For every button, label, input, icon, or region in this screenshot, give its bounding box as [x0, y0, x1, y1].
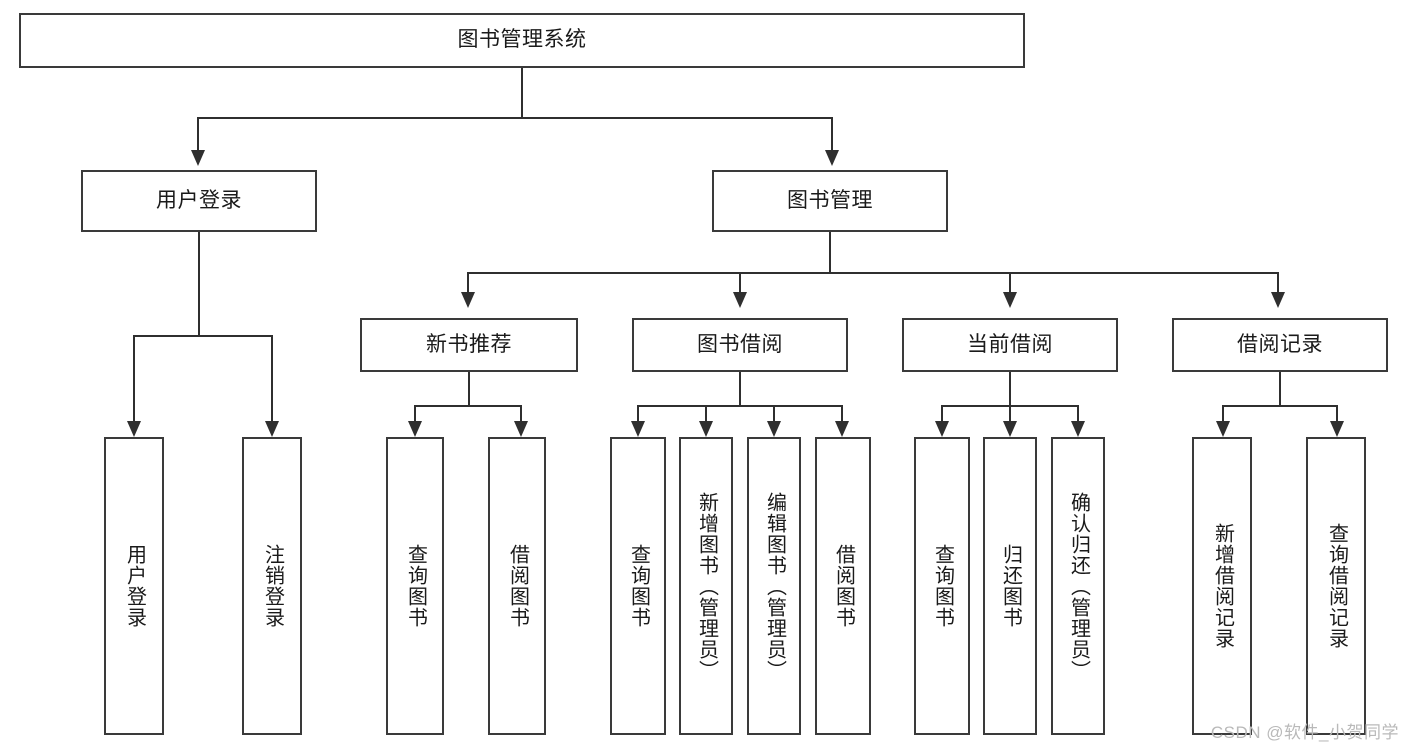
- node-label: 查询图书: [404, 544, 427, 628]
- arrow-nbr-leaf2: [514, 421, 528, 437]
- node-label: 用户登录: [123, 544, 146, 628]
- arrow-br-leaf1: [1216, 421, 1230, 437]
- node-label: 用户登录: [156, 188, 242, 212]
- node-book-management[interactable]: 图书管理: [712, 170, 948, 232]
- leaf-bb-query-book[interactable]: 查询图书: [610, 437, 666, 735]
- connector-bb-down: [739, 372, 741, 406]
- node-label: 编辑图书（管理员）: [763, 491, 786, 681]
- arrow-cb-leaf2: [1003, 421, 1017, 437]
- node-label: 借阅记录: [1237, 332, 1323, 356]
- connector-bb-bus: [637, 405, 841, 407]
- connector-bb-leaf2: [705, 405, 707, 421]
- connector-nbr-leaf1: [414, 405, 416, 421]
- connector-cb-leaf1: [941, 405, 943, 421]
- leaf-nbr-borrow-book[interactable]: 借阅图书: [488, 437, 546, 735]
- connector-br-leaf2: [1336, 405, 1338, 421]
- connector-root-down: [521, 68, 523, 118]
- connector-cb-leaf3: [1077, 405, 1079, 421]
- node-label: 查询图书: [627, 544, 650, 628]
- arrow-bb-leaf4: [835, 421, 849, 437]
- connector-nbr-leaf2: [520, 405, 522, 421]
- node-book-borrow[interactable]: 图书借阅: [632, 318, 848, 372]
- connector-bm-to-borrow-record: [1277, 272, 1279, 292]
- arrow-user-login-leaf1: [127, 421, 141, 437]
- node-label: 确认归还（管理员）: [1067, 491, 1090, 681]
- connector-book-management-bus: [467, 272, 1279, 274]
- arrow-bb-leaf1: [631, 421, 645, 437]
- node-root-book-management-system[interactable]: 图书管理系统: [19, 13, 1025, 68]
- connector-nbr-down: [468, 372, 470, 406]
- leaf-user-login-login[interactable]: 用户登录: [104, 437, 164, 735]
- connector-cb-leaf2: [1009, 405, 1011, 421]
- node-borrow-record[interactable]: 借阅记录: [1172, 318, 1388, 372]
- node-label: 图书借阅: [697, 332, 783, 356]
- watermark-text: CSDN @软件_小贺同学: [1210, 723, 1399, 742]
- arrow-bm-to-borrow-record: [1271, 292, 1285, 308]
- node-label: 借阅图书: [506, 544, 529, 628]
- arrow-br-leaf2: [1330, 421, 1344, 437]
- node-label: 当前借阅: [967, 332, 1053, 356]
- arrow-root-to-user-login: [191, 150, 205, 166]
- connector-root-bus: [197, 117, 833, 119]
- leaf-nbr-query-book[interactable]: 查询图书: [386, 437, 444, 735]
- leaf-bb-edit-book-admin[interactable]: 编辑图书（管理员）: [747, 437, 801, 735]
- arrow-bm-to-book-borrow: [733, 292, 747, 308]
- connector-user-login-bus: [133, 335, 272, 337]
- connector-user-login-down: [198, 232, 200, 336]
- node-label: 新书推荐: [426, 332, 512, 356]
- node-label: 新增图书（管理员）: [695, 491, 718, 681]
- leaf-user-login-logout[interactable]: 注销登录: [242, 437, 302, 735]
- node-user-login[interactable]: 用户登录: [81, 170, 317, 232]
- leaf-br-add-record[interactable]: 新增借阅记录: [1192, 437, 1252, 735]
- arrow-bb-leaf3: [767, 421, 781, 437]
- connector-bb-leaf3: [773, 405, 775, 421]
- connector-bb-leaf1: [637, 405, 639, 421]
- node-label: 图书管理系统: [457, 28, 587, 52]
- leaf-br-query-record[interactable]: 查询借阅记录: [1306, 437, 1366, 735]
- leaf-bb-borrow-book[interactable]: 借阅图书: [815, 437, 871, 735]
- connector-bm-to-new-book: [467, 272, 469, 292]
- node-label: 新增借阅记录: [1211, 523, 1234, 649]
- node-current-borrow[interactable]: 当前借阅: [902, 318, 1118, 372]
- connector-bb-leaf4: [841, 405, 843, 421]
- arrow-bm-to-new-book: [461, 292, 475, 308]
- node-new-book-recommend[interactable]: 新书推荐: [360, 318, 578, 372]
- node-label: 查询借阅记录: [1325, 523, 1348, 649]
- connector-root-to-user-login: [197, 117, 199, 150]
- connector-nbr-bus: [414, 405, 522, 407]
- arrow-nbr-leaf1: [408, 421, 422, 437]
- leaf-bb-add-book-admin[interactable]: 新增图书（管理员）: [679, 437, 733, 735]
- connector-br-leaf1: [1222, 405, 1224, 421]
- connector-bm-to-current-borrow: [1009, 272, 1011, 292]
- leaf-cb-confirm-return-admin[interactable]: 确认归还（管理员）: [1051, 437, 1105, 735]
- node-label: 归还图书: [999, 544, 1022, 628]
- leaf-cb-return-book[interactable]: 归还图书: [983, 437, 1037, 735]
- node-label: 图书管理: [787, 188, 873, 212]
- connector-user-login-leaf2: [271, 335, 273, 421]
- connector-br-down: [1279, 372, 1281, 406]
- arrow-bb-leaf2: [699, 421, 713, 437]
- connector-root-to-book-management: [831, 117, 833, 150]
- node-label: 借阅图书: [832, 544, 855, 628]
- arrow-cb-leaf1: [935, 421, 949, 437]
- leaf-cb-query-book[interactable]: 查询图书: [914, 437, 970, 735]
- connector-user-login-leaf1: [133, 335, 135, 421]
- arrow-bm-to-current-borrow: [1003, 292, 1017, 308]
- arrow-user-login-leaf2: [265, 421, 279, 437]
- connector-bm-to-book-borrow: [739, 272, 741, 292]
- connector-br-bus: [1222, 405, 1336, 407]
- connector-book-management-down: [829, 232, 831, 273]
- node-label: 注销登录: [261, 544, 284, 628]
- arrow-root-to-book-management: [825, 150, 839, 166]
- arrow-cb-leaf3: [1071, 421, 1085, 437]
- connector-cb-down: [1009, 372, 1011, 406]
- node-label: 查询图书: [931, 544, 954, 628]
